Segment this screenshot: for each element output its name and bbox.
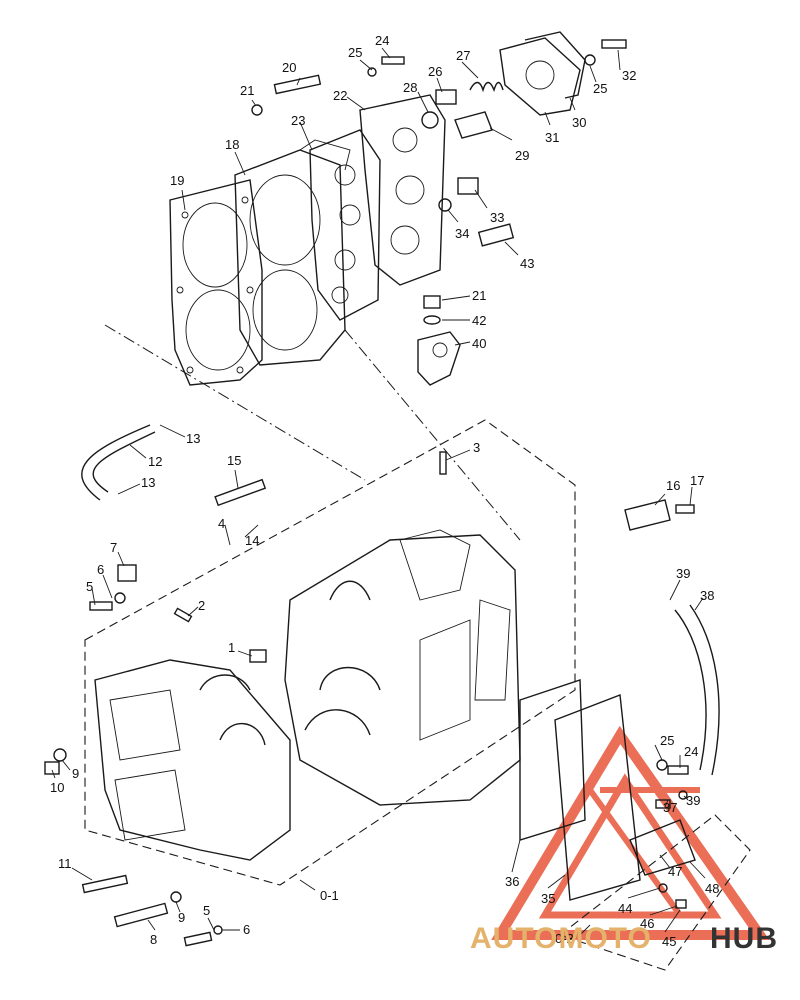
label-42: 42	[472, 313, 486, 328]
label-12: 12	[148, 454, 162, 469]
label-37: 37	[663, 800, 677, 815]
label-43: 43	[520, 256, 534, 271]
label-6-lower: 6	[243, 922, 250, 937]
label-8: 8	[150, 932, 157, 947]
watermark-text: AUTOMOTO HUB	[470, 922, 778, 955]
label-9-lower: 9	[178, 910, 185, 925]
label-11: 11	[58, 856, 72, 871]
label-5: 5	[86, 579, 93, 594]
watermark-word-automoto: AUTOMOTO	[470, 922, 652, 955]
label-3: 3	[473, 440, 480, 455]
label-35: 35	[541, 891, 555, 906]
label-24: 24	[375, 33, 389, 48]
crankcase-upper-half	[284, 529, 521, 806]
watermark-word-hub: HUB	[710, 922, 778, 955]
exhaust-cover-22	[359, 94, 446, 286]
label-29: 29	[515, 148, 529, 163]
label-18: 18	[225, 137, 239, 152]
label-7: 7	[110, 540, 117, 555]
label-22: 22	[333, 88, 347, 103]
watermark-triangle-outer	[491, 725, 770, 940]
label-15: 15	[227, 453, 241, 468]
label-31: 31	[545, 130, 559, 145]
label-5-lower: 5	[203, 903, 210, 918]
label-48: 48	[705, 881, 719, 896]
label-25-bottom: 25	[660, 733, 674, 748]
label-13-lower: 13	[141, 475, 155, 490]
label-6: 6	[97, 562, 104, 577]
assembly-boundary-0-1	[84, 419, 576, 886]
label-32: 32	[622, 68, 636, 83]
hose-38	[674, 604, 720, 776]
label-27: 27	[456, 48, 470, 63]
small-parts-top	[251, 39, 627, 386]
label-28: 28	[403, 80, 417, 95]
label-25-right: 25	[593, 81, 607, 96]
label-20: 20	[282, 60, 296, 75]
label-23: 23	[291, 113, 305, 128]
label-44: 44	[618, 901, 632, 916]
label-19: 19	[170, 173, 184, 188]
label-16: 16	[666, 478, 680, 493]
label-45: 45	[662, 934, 676, 949]
label-10: 10	[50, 780, 64, 795]
label-33: 33	[490, 210, 504, 225]
part-labels: 20 24 25 26 27 32 25 21 22 28 23 29 31 3…	[50, 33, 719, 949]
crankcase-lower-half	[94, 659, 291, 861]
label-26: 26	[428, 64, 442, 79]
label-30: 30	[572, 115, 586, 130]
label-0-2: 0-2	[555, 931, 574, 946]
breather-pipe-12	[81, 424, 156, 501]
misc-small-parts-bottom	[44, 451, 696, 947]
label-39: 39	[676, 566, 690, 581]
label-14: 14	[245, 533, 259, 548]
leader-lines	[51, 47, 706, 936]
watermark-triangle-inner	[538, 773, 722, 919]
assembly-boundary-0-2	[558, 814, 751, 971]
label-17: 17	[690, 473, 704, 488]
head-gasket-19	[169, 179, 263, 386]
label-38: 38	[700, 588, 714, 603]
gasket-23	[309, 129, 381, 321]
label-13: 13	[186, 431, 200, 446]
label-0-1: 0-1	[320, 888, 339, 903]
head-assembly-box	[104, 324, 521, 541]
label-25: 25	[348, 45, 362, 60]
label-34: 34	[455, 226, 469, 241]
label-21-lower: 21	[472, 288, 486, 303]
label-1: 1	[228, 640, 235, 655]
label-46: 46	[640, 916, 654, 931]
label-2: 2	[198, 598, 205, 613]
label-9: 9	[72, 766, 79, 781]
label-39-bottom: 39	[686, 793, 700, 808]
cylinder-head-18	[234, 139, 351, 366]
label-24-bottom: 24	[684, 744, 698, 759]
label-40: 40	[472, 336, 486, 351]
label-21: 21	[240, 83, 254, 98]
gaskets-right-35-36	[519, 679, 641, 901]
label-47: 47	[668, 864, 682, 879]
label-36: 36	[505, 874, 519, 889]
label-4: 4	[218, 516, 225, 531]
